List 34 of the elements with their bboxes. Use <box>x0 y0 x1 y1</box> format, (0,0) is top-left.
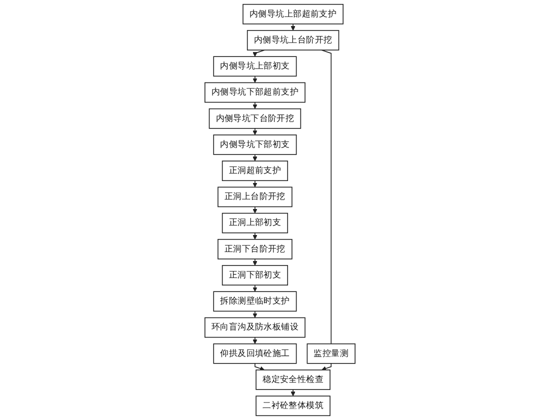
arrow <box>252 180 258 188</box>
arrow <box>252 128 258 136</box>
node-box: 正洞下部初支 <box>222 265 288 286</box>
node-box: 环向盲沟及防水板铺设 <box>204 317 306 338</box>
node-box: 稳定安全性检查 <box>256 370 330 390</box>
arrow <box>252 102 258 110</box>
node-box: 内侧导坑下台阶开挖 <box>208 108 302 129</box>
node-box: 正洞上台阶开挖 <box>218 186 292 208</box>
node-box: 正洞下台阶开挖 <box>218 238 292 260</box>
node-box: 正洞上部初支 <box>222 212 288 234</box>
node-box: 仰拱及回填砼施工 <box>213 343 297 364</box>
arrow <box>290 389 296 396</box>
arrow <box>290 24 296 31</box>
arrow <box>321 363 332 371</box>
arrow <box>252 284 258 292</box>
arrow <box>252 206 258 214</box>
node-box: 监控量测 <box>306 343 356 364</box>
arrow <box>252 310 258 318</box>
connector <box>321 50 332 344</box>
arrow <box>252 76 258 83</box>
arrow <box>252 232 258 240</box>
arrow <box>252 50 265 57</box>
arrow <box>254 363 265 371</box>
node-box: 内侧导坑上台阶开挖 <box>246 30 340 50</box>
node-box: 正洞超前支护 <box>222 160 288 182</box>
node-box: 二衬砼整体模筑 <box>256 396 330 416</box>
arrow <box>252 258 258 266</box>
arrow <box>252 154 258 162</box>
arrow <box>252 336 258 344</box>
node-box: 内侧导坑下部超前支护 <box>204 82 306 103</box>
node-box: 内侧导坑下部初支 <box>213 134 297 155</box>
node-box: 拆除测壁临时支护 <box>213 291 297 312</box>
node-box: 内侧导坑上部初支 <box>213 56 297 77</box>
node-box: 内侧导坑上部超前支护 <box>242 4 344 24</box>
